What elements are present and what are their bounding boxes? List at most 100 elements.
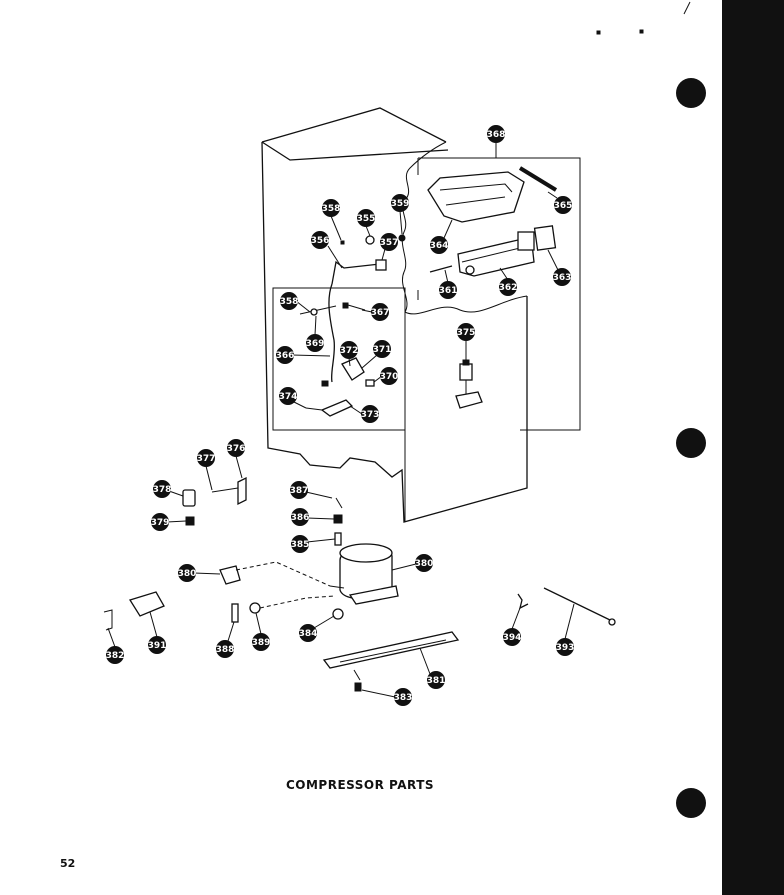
callout-number: 388 — [216, 645, 235, 655]
callout-circle — [280, 292, 298, 310]
callout-circle — [279, 387, 297, 405]
callout-number: 391 — [148, 641, 167, 651]
callout-circle — [106, 646, 124, 664]
callout-number: 361 — [439, 286, 458, 296]
callout-363: 363 — [553, 268, 571, 286]
callout-circle — [357, 209, 375, 227]
callout-number: 369 — [306, 339, 325, 349]
callout-circle — [373, 340, 391, 358]
callout-385: 385 — [291, 535, 310, 553]
callout-number: 386 — [291, 513, 310, 523]
callout-number: 375 — [457, 328, 476, 338]
callout-367: 367 — [371, 303, 390, 321]
callout-number: 358 — [322, 204, 341, 214]
callout-circle — [148, 636, 166, 654]
valve-parts — [299, 302, 375, 417]
callout-number: 356 — [311, 236, 330, 246]
punch-hole-top — [676, 78, 706, 108]
callout-373: 373 — [361, 405, 379, 423]
callout-circle — [427, 671, 445, 689]
callout-circle — [556, 638, 574, 656]
callout-371: 371 — [373, 340, 392, 358]
callout-number: 383 — [394, 693, 413, 703]
callout-circle — [503, 628, 521, 646]
callout-376: 376 — [227, 439, 245, 457]
callout-circle — [487, 125, 505, 143]
callout-circle — [276, 346, 294, 364]
callout-number: 380 — [178, 569, 197, 579]
callout-number: 368 — [487, 130, 506, 140]
relay-parts — [103, 476, 335, 631]
compressor — [329, 497, 399, 620]
callout-number: 394 — [503, 633, 522, 643]
callout-circle — [457, 323, 475, 341]
callout-391: 391 — [148, 636, 167, 654]
harness-parts — [517, 587, 616, 626]
callout-circle — [227, 439, 245, 457]
callout-circle — [553, 268, 571, 286]
callout-circle — [340, 341, 358, 359]
callout-number: 389 — [252, 638, 271, 648]
callout-circle — [380, 367, 398, 385]
callout-387: 387 — [290, 481, 309, 499]
callout-368: 368 — [487, 125, 506, 143]
callout-circle — [290, 481, 308, 499]
punch-hole-middle — [676, 428, 706, 458]
callout-number: 367 — [371, 308, 390, 318]
callout-circle — [299, 624, 317, 642]
callout-number: 393 — [556, 643, 575, 653]
punch-hole-bottom — [676, 788, 706, 818]
callout-number: 378 — [153, 485, 172, 495]
callout-number: 357 — [380, 238, 399, 248]
callout-circle — [306, 334, 324, 352]
binding-edge — [722, 0, 784, 895]
callout-366: 366 — [276, 346, 295, 364]
callout-number: 379 — [151, 518, 170, 528]
callout-number: 371 — [373, 345, 392, 355]
callout-circle — [322, 199, 340, 217]
base-rail — [322, 631, 460, 692]
callout-365: 365 — [554, 196, 573, 214]
callout-377: 377 — [197, 449, 216, 467]
callout-circle — [151, 513, 169, 531]
callout-364: 364 — [430, 236, 448, 254]
callout-number: 387 — [290, 486, 309, 496]
callout-number: 384 — [299, 629, 318, 639]
callout-389: 389 — [252, 633, 271, 651]
callout-369: 369 — [306, 334, 325, 352]
ice-maker-unit — [457, 231, 535, 277]
callout-382: 382 — [106, 646, 125, 664]
scan-specks — [596, 1, 691, 35]
leader-lines — [107, 142, 575, 698]
callout-358: 358 — [322, 199, 341, 217]
callout-number: 355 — [357, 214, 376, 224]
callout-number: 366 — [276, 351, 295, 361]
cabinet-outline — [261, 107, 528, 523]
callout-388: 388 — [216, 640, 235, 658]
callout-380: 380 — [178, 564, 197, 582]
callout-number: 370 — [380, 372, 399, 382]
callout-circle — [216, 640, 234, 658]
callout-370: 370 — [380, 367, 399, 385]
callout-circle — [153, 480, 171, 498]
callout-circle — [291, 508, 309, 526]
callout-number: 382 — [106, 651, 125, 661]
callout-372: 372 — [340, 341, 358, 359]
callout-375: 375 — [457, 323, 476, 341]
callout-circle — [361, 405, 379, 423]
callout-circle — [178, 564, 196, 582]
callout-number: 365 — [554, 201, 573, 211]
callout-circle — [439, 281, 457, 299]
callout-381: 381 — [427, 671, 445, 689]
callout-355: 355 — [357, 209, 376, 227]
callout-circle — [499, 278, 517, 296]
callout-circle — [291, 535, 309, 553]
callout-number: 380 — [415, 559, 434, 569]
callout-number: 385 — [291, 540, 310, 550]
callout-number: 377 — [197, 454, 216, 464]
callout-circle — [394, 688, 412, 706]
callout-378: 378 — [153, 480, 172, 498]
valve-kit-box — [272, 287, 406, 431]
